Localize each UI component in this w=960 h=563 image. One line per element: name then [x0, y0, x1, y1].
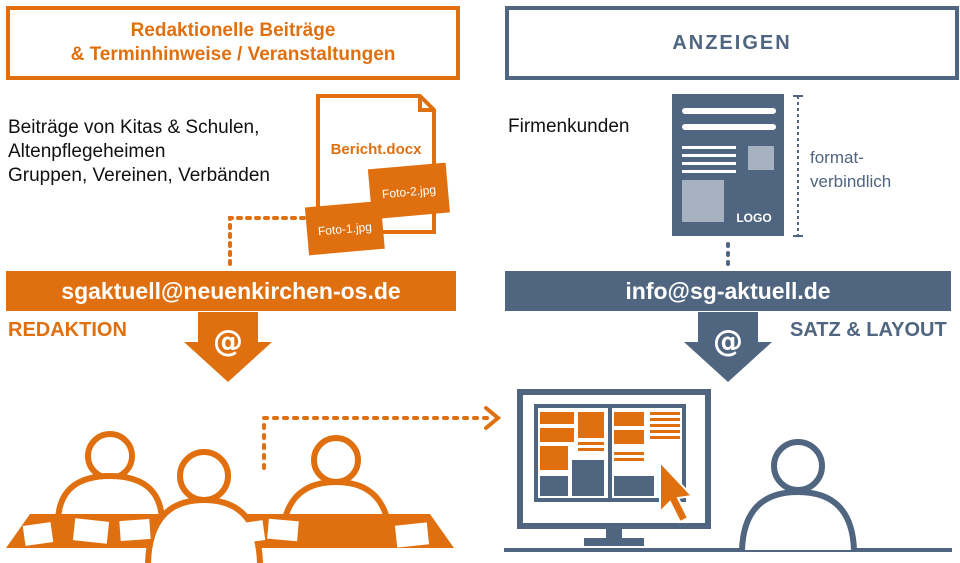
doc-name-label: Bericht.docx [331, 141, 423, 158]
redaktion-arrow: @ [184, 312, 272, 382]
format-line1: format- [810, 148, 864, 167]
redaktion-label: REDAKTION [8, 319, 127, 341]
logo-label: LOGO [736, 211, 771, 225]
at-icon-right: @ [713, 324, 743, 359]
editorial-title-line2: & Terminhinweise / Veranstaltungen [70, 44, 396, 65]
satz-layout-label: SATZ & LAYOUT [790, 319, 947, 341]
photo2-label: Foto-2.jpg [381, 183, 436, 202]
format-note: format- verbindlich [810, 146, 891, 194]
editorial-email-bar[interactable]: sgaktuell@neuenkirchen-os.de [6, 271, 456, 311]
ads-header-box: ANZEIGEN [505, 6, 959, 80]
ads-title: ANZEIGEN [672, 31, 792, 54]
format-line2: verbindlich [810, 172, 892, 191]
editorial-header-box: Redaktionelle Beiträge & Terminhinweise … [6, 6, 460, 80]
ads-email-bar[interactable]: info@sg-aktuell.de [505, 271, 951, 311]
layout-workstation-illustration [504, 389, 952, 552]
ad-page-icon: LOGO [672, 94, 784, 236]
photo2-icon: Foto-2.jpg [367, 162, 450, 220]
layout-arrow: @ [684, 312, 772, 382]
photo1-label: Foto-1.jpg [317, 220, 372, 239]
ads-customers: Firmenkunden [508, 116, 630, 137]
mouse-cursor-icon [659, 459, 695, 524]
at-icon-left: @ [213, 324, 243, 359]
dotted-transfer-arrow [262, 416, 490, 470]
editorial-title-line1: Redaktionelle Beiträge [130, 20, 336, 41]
sources-line2: Altenpflegeheimen [8, 141, 166, 162]
dotted-connector-left [228, 216, 306, 270]
transfer-arrowhead [484, 406, 502, 430]
ads-email-link[interactable]: info@sg-aktuell.de [625, 277, 831, 304]
sources-line3: Gruppen, Vereinen, Verbänden [8, 165, 270, 186]
editorial-email-link[interactable]: sgaktuell@neuenkirchen-os.de [61, 277, 401, 304]
editorial-team-illustration [6, 431, 454, 563]
sources-line1: Beiträge von Kitas & Schulen, [8, 117, 260, 138]
editorial-sources: Beiträge von Kitas & Schulen, Altenpfleg… [8, 116, 270, 188]
photo1-icon: Foto-1.jpg [304, 200, 385, 256]
